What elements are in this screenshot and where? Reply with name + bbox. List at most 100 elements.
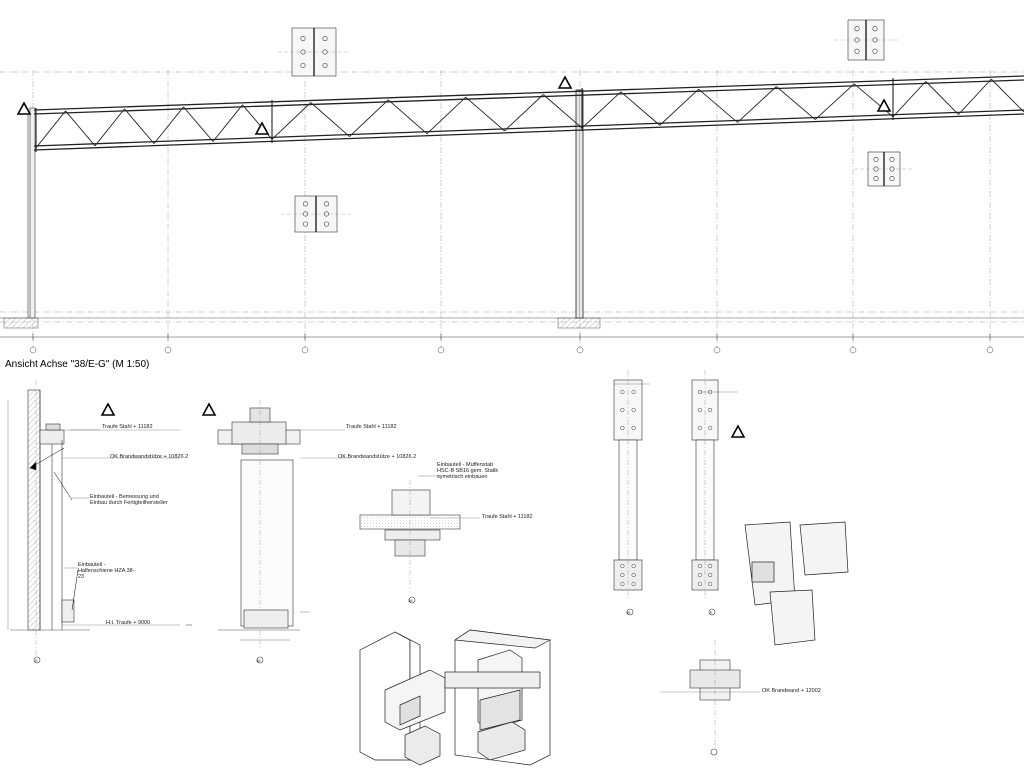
section-c-axis-label: 38 [408, 598, 413, 603]
bolt-hole [620, 581, 625, 587]
view-title: Ansicht Achse "38/E-G" (M 1:50) [5, 359, 150, 370]
bolt-hole [300, 36, 306, 42]
bolt-hole [708, 563, 713, 569]
bolt-hole [697, 425, 702, 431]
bolt-hole [620, 389, 625, 395]
truss-diagonal [776, 86, 816, 120]
truss-diagonal [853, 83, 894, 118]
bolt-hole [620, 425, 625, 431]
section-d-axis-right: E [710, 610, 713, 615]
bolt-hole [631, 572, 636, 578]
elevation-dimension [0, 333, 1024, 341]
section-a-einbauteil-label: Einbauteil - Bemessung und Einbau durch … [90, 494, 168, 506]
isometric-detail-right [444, 629, 552, 766]
section-b-ok-label: OK Brandwandstütze + 10826.2 [338, 454, 417, 460]
truss-diagonal [426, 96, 467, 135]
section-c-einbauteil-label: Einbauteil - Muffenstab HSC-B SB16 gem. … [437, 462, 499, 480]
ground-line [0, 317, 1024, 329]
bolt-hole [322, 62, 328, 68]
section-a-axis-label: E [35, 658, 38, 663]
section-e-ok-label: OK Brandwand + 12002 [762, 688, 821, 694]
truss-diagonal [659, 88, 699, 126]
bolt-hole [322, 36, 328, 42]
truss-diagonal [504, 94, 544, 132]
truss-diagonal [153, 106, 184, 144]
column-middle [575, 89, 584, 319]
section-a-ok-label: OK Brandwandstütze + 10826.2 [110, 454, 189, 460]
section-c-traufe-label: Traufe Stahl + 11182 [482, 514, 533, 520]
isometric-connectors [744, 521, 849, 646]
bolt-hole [708, 425, 713, 431]
truss-diagonal [349, 99, 389, 137]
truss-diagonal [737, 86, 777, 123]
bolt-hole [708, 581, 713, 587]
truss-diagonal [465, 96, 505, 132]
bolt-hole [697, 581, 702, 587]
truss-chords [33, 75, 1024, 151]
bolt-hole [708, 572, 713, 578]
bolt-hole [323, 221, 329, 227]
bolt-hole [631, 581, 636, 587]
bolt-hole [631, 389, 636, 395]
truss-diagonal [310, 102, 350, 137]
truss-diagonal [183, 106, 214, 142]
bolt-hole [631, 407, 636, 413]
truss-diagonal [698, 88, 738, 123]
bolt-hole [889, 176, 895, 182]
bolt-hole [302, 221, 308, 227]
axis-bubbles [29, 346, 994, 354]
section-a-traufe-label: Traufe Stahl + 11182 [102, 424, 153, 430]
section-d [613, 370, 719, 616]
leader-lines [64, 383, 738, 613]
truss-diagonal [892, 81, 927, 118]
bolt-hole [697, 407, 702, 413]
truss-diagonal [65, 110, 96, 147]
wall-column-left [27, 107, 36, 319]
bolt-hole [697, 563, 702, 569]
truss-diagonal [620, 91, 661, 126]
bolt-hole [620, 407, 625, 413]
bolt-hole [620, 563, 625, 569]
bolt-hole [854, 26, 860, 32]
bolt-hole [872, 26, 878, 32]
bolt-hole [889, 156, 895, 162]
truss-diagonal [94, 108, 125, 147]
section-c [359, 480, 480, 604]
bolt-hole [302, 201, 308, 207]
truss-diagonal [814, 83, 855, 120]
truss-diagonal [925, 81, 959, 115]
isometric-detail-left [359, 631, 446, 766]
bolt-hole [873, 156, 879, 162]
section-d-axis-left: 38 [626, 610, 631, 615]
bolt-hole [300, 62, 306, 68]
section-e [660, 640, 760, 760]
bolt-hole [854, 48, 860, 54]
section-a-halfen-label: Einbauteil - Halfenschiene HZA 38-23 [78, 562, 135, 580]
bolt-hole [873, 176, 879, 182]
truss-diagonal [271, 102, 312, 140]
section-b-traufe-label: Traufe Stahl + 11182 [346, 424, 397, 430]
truss-diagonal [581, 91, 622, 129]
bolt-hole [697, 572, 702, 578]
truss-diagonal [990, 78, 1024, 113]
section-b [186, 400, 350, 664]
truss-diagonals [35, 78, 1024, 149]
elevation-grid [0, 70, 1024, 348]
truss-diagonal [124, 108, 155, 144]
section-b-axis-label: 38 [256, 658, 261, 663]
truss-verticals [35, 78, 894, 152]
bolt-hole [631, 563, 636, 569]
bolt-hole [708, 407, 713, 413]
connection-plate-details [278, 19, 914, 233]
bolt-hole [872, 48, 878, 54]
truss-diagonal [35, 110, 66, 149]
section-a-traufe-bottom-label: H.t. Traufe + 9000 [106, 620, 151, 626]
bolt-hole [620, 572, 625, 578]
bolt-hole [323, 201, 329, 207]
truss-diagonal [387, 99, 428, 135]
truss-diagonal [542, 94, 583, 129]
section-a [7, 380, 180, 664]
truss-diagonal [212, 104, 243, 142]
